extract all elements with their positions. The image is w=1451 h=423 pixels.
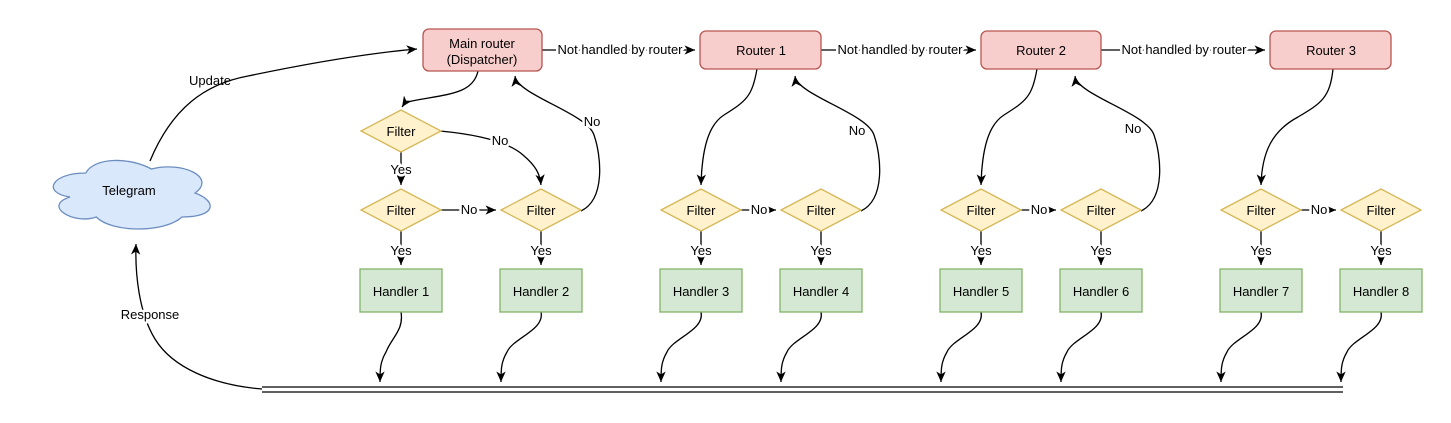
handler-6-node bbox=[1059, 268, 1143, 313]
main-router-node bbox=[422, 28, 543, 72]
filter-router3-2 bbox=[1339, 188, 1423, 232]
response-label: Response bbox=[121, 307, 180, 322]
filter-router2-1-label: Filter bbox=[967, 203, 997, 218]
filter-router1-2 bbox=[779, 188, 863, 232]
handler-2-label: Handler 2 bbox=[513, 284, 569, 299]
filter-router2-1 bbox=[939, 188, 1023, 232]
filter-router3-1 bbox=[1219, 188, 1303, 232]
handler-7-label: Handler 7 bbox=[1233, 284, 1289, 299]
no-label-filter5-6: No bbox=[1031, 202, 1048, 217]
filter-router3-2-label: Filter bbox=[1367, 203, 1397, 218]
filter-router2-2-label: Filter bbox=[1087, 203, 1117, 218]
filter-router1-1-label: Filter bbox=[687, 203, 717, 218]
yes-label-handler5: Yes bbox=[970, 243, 992, 258]
telegram-cloud bbox=[52, 159, 211, 230]
no-label-return-router2: No bbox=[1125, 121, 1142, 136]
no-label-filter0: No bbox=[492, 133, 509, 148]
no-label-return-main: No bbox=[584, 114, 601, 129]
handler-5-node bbox=[939, 268, 1023, 313]
yes-label-handler1: Yes bbox=[390, 243, 412, 258]
main-router-title: Main router bbox=[449, 36, 515, 51]
yes-label-handler6: Yes bbox=[1090, 243, 1112, 258]
no-label-filter1-2: No bbox=[461, 202, 478, 217]
edge-labels: Update Response Not handled by router No… bbox=[118, 40, 1394, 325]
router-2-node bbox=[980, 30, 1102, 70]
yes-label-handler8: Yes bbox=[1370, 243, 1392, 258]
yes-label-handler2: Yes bbox=[530, 243, 552, 258]
yes-label-handler4: Yes bbox=[810, 243, 832, 258]
edge-dispatcher-to-filter0 bbox=[401, 70, 479, 108]
edge-handler8-to-bus bbox=[1336, 311, 1382, 383]
router-1-node bbox=[699, 30, 822, 70]
main-router-subtitle: (Dispatcher) bbox=[447, 52, 518, 67]
edge-router2-to-filter5 bbox=[976, 68, 1038, 186]
handler-4-label: Handler 4 bbox=[793, 284, 849, 299]
filter-router1-2-label: Filter bbox=[807, 203, 837, 218]
edge-update bbox=[149, 45, 418, 162]
router-1-label: Router 1 bbox=[736, 43, 786, 58]
nodes: Telegram Main router (Dispatcher) Router… bbox=[52, 28, 1423, 313]
edge-handler2-to-bus bbox=[496, 311, 542, 383]
not-handled-label-3: Not handled by router bbox=[1121, 42, 1247, 57]
router-3-node bbox=[1269, 30, 1392, 70]
edge-filter2-no-return bbox=[511, 75, 601, 212]
handler-5-label: Handler 5 bbox=[953, 284, 1009, 299]
handler-3-node bbox=[659, 268, 743, 313]
edges bbox=[130, 45, 1386, 393]
filter-main-2-label: Filter bbox=[527, 203, 557, 218]
handler-7-node bbox=[1219, 268, 1303, 313]
update-label: Update bbox=[189, 73, 231, 88]
handler-8-label: Handler 8 bbox=[1353, 284, 1409, 299]
filter-main-2 bbox=[499, 188, 583, 232]
edge-filter6-no-return bbox=[1071, 75, 1161, 212]
handler-1-node bbox=[359, 268, 443, 313]
router-3-label: Router 3 bbox=[1306, 43, 1356, 58]
edge-response bbox=[130, 243, 263, 390]
no-label-filter3-4: No bbox=[751, 202, 768, 217]
yes-label-handler3: Yes bbox=[690, 243, 712, 258]
yes-label-handler7: Yes bbox=[1250, 243, 1272, 258]
edge-handler7-to-bus bbox=[1216, 311, 1262, 383]
filter-router1-1 bbox=[659, 188, 743, 232]
filter-router3-1-label: Filter bbox=[1247, 203, 1277, 218]
router-2-label: Router 2 bbox=[1016, 43, 1066, 58]
edge-handler6-to-bus bbox=[1056, 311, 1102, 383]
filter-main-top bbox=[359, 109, 443, 153]
edge-router1-to-filter3 bbox=[696, 68, 758, 186]
edge-router3-to-filter7 bbox=[1256, 68, 1334, 186]
telegram-label: Telegram bbox=[102, 183, 155, 198]
edge-filter4-no-return bbox=[791, 75, 881, 212]
filter-main-1-label: Filter bbox=[387, 203, 417, 218]
filter-router2-2 bbox=[1059, 188, 1143, 232]
not-handled-label-2: Not handled by router bbox=[837, 42, 963, 57]
no-label-return-router1: No bbox=[849, 123, 866, 138]
edge-handler3-to-bus bbox=[656, 311, 702, 383]
handler-2-node bbox=[499, 268, 583, 313]
edge-handler1-to-bus bbox=[375, 311, 403, 383]
handler-8-node bbox=[1339, 268, 1423, 313]
filter-main-1 bbox=[359, 188, 443, 232]
edge-handler4-to-bus bbox=[776, 311, 822, 383]
edge-filter0-no bbox=[439, 130, 545, 186]
not-handled-label-1: Not handled by router bbox=[557, 42, 683, 57]
no-label-filter7-8: No bbox=[1311, 202, 1328, 217]
edge-handler5-to-bus bbox=[936, 311, 982, 383]
yes-label-filter0: Yes bbox=[390, 162, 412, 177]
handler-1-label: Handler 1 bbox=[373, 284, 429, 299]
handler-3-label: Handler 3 bbox=[673, 284, 729, 299]
handler-4-node bbox=[779, 268, 863, 313]
filter-main-top-label: Filter bbox=[387, 124, 417, 139]
handler-6-label: Handler 6 bbox=[1073, 284, 1129, 299]
response-bus-line bbox=[262, 386, 1343, 393]
